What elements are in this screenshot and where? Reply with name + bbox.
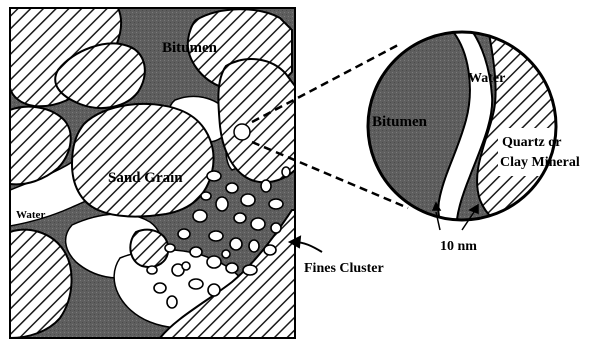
label-mineral-line1: Quartz or bbox=[502, 135, 561, 150]
sand-grain-central bbox=[72, 104, 214, 217]
label-thickness: 10 nm bbox=[440, 239, 477, 254]
label-bitumen: Bitumen bbox=[162, 40, 218, 56]
label-bitumen-zoom: Bitumen bbox=[372, 114, 428, 130]
sand-grain-small bbox=[130, 230, 168, 267]
label-water: Water bbox=[16, 209, 45, 221]
label-mineral-line2: Clay Mineral bbox=[500, 155, 580, 170]
magnified-view bbox=[360, 28, 570, 240]
label-water-zoom: Water bbox=[468, 71, 505, 86]
label-fines-cluster: Fines Cluster bbox=[304, 261, 384, 276]
water-droplet bbox=[234, 124, 250, 140]
label-sand-grain: Sand Grain bbox=[108, 170, 183, 186]
